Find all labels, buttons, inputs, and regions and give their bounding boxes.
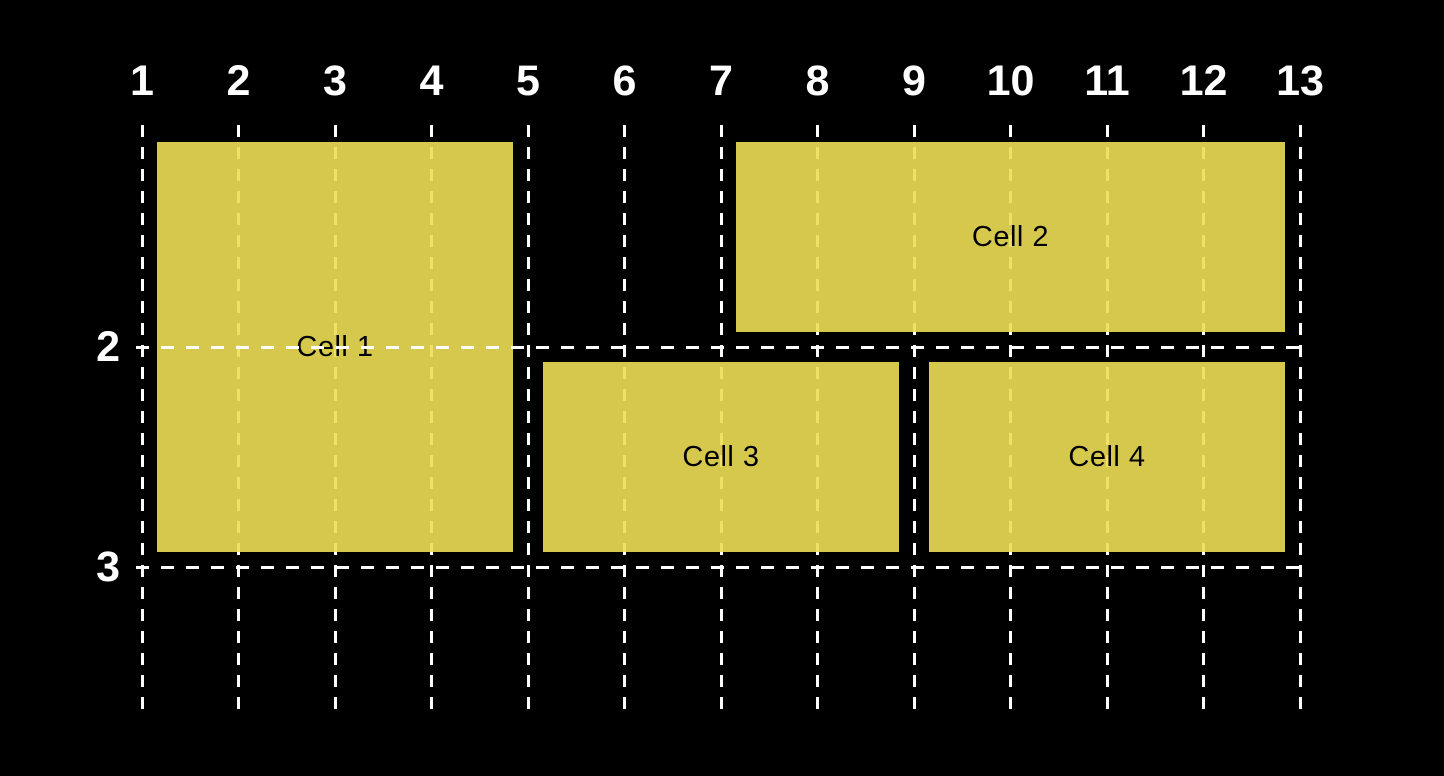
column-number-label: 10 — [986, 57, 1035, 105]
column-number-label: 11 — [1084, 57, 1130, 105]
grid-cell: Cell 2 — [736, 142, 1285, 332]
row-grid-line — [136, 565, 1306, 569]
column-number-label: 13 — [1276, 57, 1324, 105]
column-number-label: 6 — [612, 57, 637, 105]
column-number-label: 2 — [226, 57, 251, 105]
column-grid-line — [1298, 125, 1302, 716]
column-number-label: 1 — [130, 57, 154, 105]
column-grid-line — [912, 125, 916, 716]
column-number-label: 8 — [805, 57, 830, 105]
cell-label: Cell 4 — [1068, 440, 1146, 473]
column-number-label: 9 — [902, 57, 926, 105]
column-grid-line — [140, 125, 144, 716]
row-number-label: 2 — [96, 323, 120, 371]
grid-cell: Cell 4 — [929, 362, 1285, 552]
grid-cell: Cell 3 — [543, 362, 899, 552]
column-number-label: 5 — [516, 57, 540, 105]
cell-label: Cell 2 — [971, 220, 1050, 253]
column-number-label: 3 — [323, 57, 347, 105]
column-number-label: 7 — [709, 57, 733, 105]
row-number-label: 3 — [96, 543, 120, 591]
column-number-label: 12 — [1179, 57, 1228, 105]
cell-label: Cell 3 — [682, 440, 760, 473]
column-grid-line — [526, 125, 530, 716]
column-number-label: 4 — [419, 57, 444, 105]
row-grid-line — [136, 345, 1306, 349]
